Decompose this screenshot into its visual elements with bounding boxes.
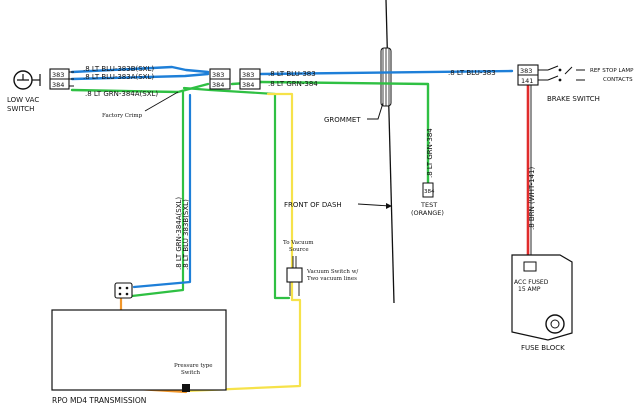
dash-line xyxy=(385,0,395,304)
factory-crimp-label: Factory Crimp xyxy=(102,113,143,119)
low-vac-label-1: LOW VAC xyxy=(7,96,39,104)
transmission-connector xyxy=(114,282,133,299)
svg-text:TEST: TEST xyxy=(420,201,437,209)
wire-label-grn-384a: .8 LT GRN-384A(SXL) xyxy=(85,90,158,98)
wire-label-blu-383-right: .8 LT BLU-383 xyxy=(448,69,496,77)
wire-label-blu-383b-vert: .8 LT BLU 383B(SXL) xyxy=(182,199,190,270)
ref-stop-label-1: REF STOP LAMP xyxy=(590,68,634,74)
svg-text:383: 383 xyxy=(212,71,224,79)
grommet-label: GROMMET xyxy=(324,116,361,124)
svg-text:384: 384 xyxy=(212,81,224,89)
wire-label-grn-384: .8 LT GRN-384 xyxy=(268,80,318,88)
wire-label-grn-384a-vert: .8 LT GRN-384A(SXL) xyxy=(175,197,183,270)
switch-contacts-icon xyxy=(538,65,585,82)
wire-blue-383b-vert xyxy=(132,93,192,289)
fuse-block-label: FUSE BLOCK xyxy=(521,344,565,352)
wire-label-blu-383: .8 LT BLU-383 xyxy=(268,70,316,78)
low-vac-switch: LOW VAC SWITCH xyxy=(7,70,41,113)
connector-mid-2: 383 384 xyxy=(239,68,261,90)
svg-text:To Vacuum: To Vacuum xyxy=(283,240,314,246)
svg-text:384: 384 xyxy=(242,81,254,89)
wire-blue-383a xyxy=(70,72,210,81)
pressure-switch-label-1: Pressure type xyxy=(174,363,213,369)
svg-text:Two vacuum lines: Two vacuum lines xyxy=(307,276,357,282)
wire-label-grn-384-vert: .8 LT GRN-384 xyxy=(426,128,434,178)
wire-green-384-main xyxy=(259,80,430,185)
svg-text:383: 383 xyxy=(52,71,64,79)
svg-text:383: 383 xyxy=(242,71,254,79)
wire-label-blu-383b: .8 LT BLU-383B(SXL) xyxy=(83,65,154,73)
wire-yellow xyxy=(184,92,302,393)
switch-symbol-icon xyxy=(17,74,29,81)
svg-text:ACC FUSED: ACC FUSED xyxy=(514,279,549,286)
wire-blue-383 xyxy=(259,69,514,76)
svg-text:(ORANGE): (ORANGE) xyxy=(411,209,444,217)
test-connector: 384 TEST (ORANGE) xyxy=(411,182,444,217)
wire-green-vacswitch xyxy=(182,86,291,300)
svg-text:384: 384 xyxy=(424,189,435,195)
vacuum-switch: To Vacuum Source Vacuum Switch w/ Two va… xyxy=(283,240,358,296)
connector-mid-1: 383 384 xyxy=(209,68,231,90)
front-of-dash-leader xyxy=(357,203,391,207)
svg-text:Vacuum Switch w/: Vacuum Switch w/ xyxy=(306,269,358,275)
svg-text:15 AMP: 15 AMP xyxy=(518,286,541,293)
svg-text:141: 141 xyxy=(521,77,533,85)
pressure-switch xyxy=(182,384,190,392)
ref-stop-label-2: CONTACTS xyxy=(603,77,633,83)
low-vac-label-2: SWITCH xyxy=(7,105,34,113)
brake-switch-label: BRAKE SWITCH xyxy=(547,95,600,103)
svg-text:Source: Source xyxy=(289,247,309,253)
svg-text:384: 384 xyxy=(52,81,64,89)
front-of-dash-label: FRONT OF DASH xyxy=(284,201,342,209)
transmission-label: RPO MD4 TRANSMISSION xyxy=(52,396,146,405)
wire-label-blu-383a: .8 LT BLU-383A(SXL) xyxy=(83,73,154,81)
grommet xyxy=(380,47,392,107)
connector-left: 383 384 xyxy=(49,68,74,90)
wire-green-384a-vert xyxy=(130,90,185,298)
transmission: Pressure type Switch RPO MD4 TRANSMISSIO… xyxy=(51,309,227,405)
wire-blue-383b xyxy=(70,65,210,74)
wire-label-brn: .8 BRN (WHT-141) xyxy=(528,167,536,230)
factory-crimp-leader xyxy=(144,91,179,112)
pressure-switch-label-2: Switch xyxy=(181,370,201,376)
svg-text:383: 383 xyxy=(520,67,532,75)
grommet-leader xyxy=(367,102,384,120)
brake-switch-connector: 383 141 xyxy=(517,64,539,86)
fuse-block: ACC FUSED 15 AMP FUSE BLOCK xyxy=(511,254,573,352)
